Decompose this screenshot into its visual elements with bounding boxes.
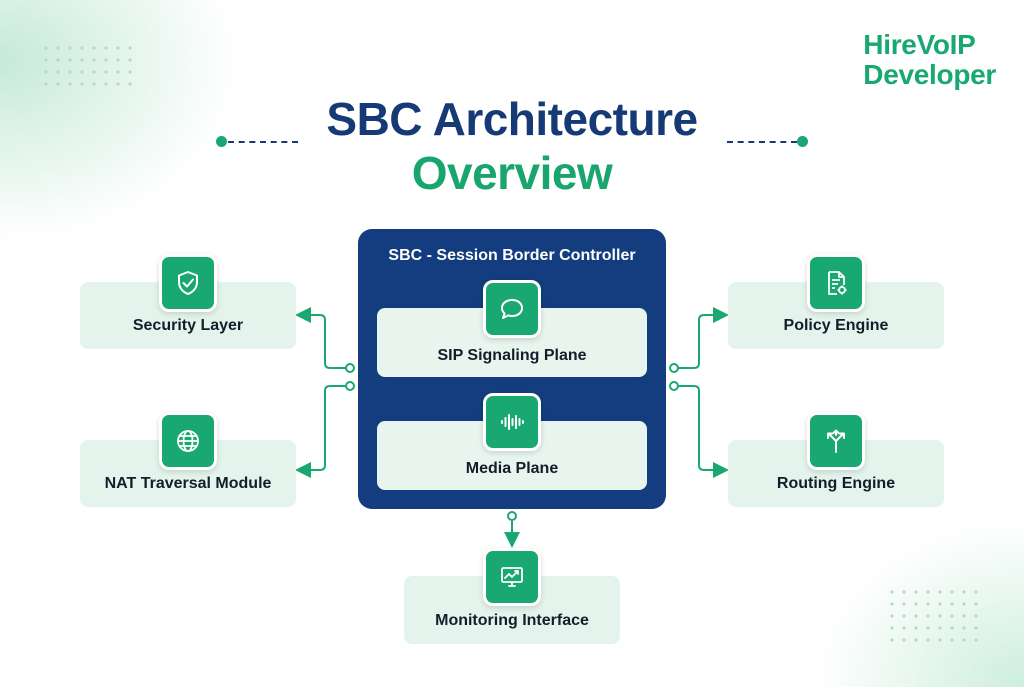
audio-wave-icon — [483, 393, 541, 451]
connector-policy — [678, 307, 729, 369]
dot-pattern-bottom-right — [886, 586, 986, 646]
monitoring-interface-label: Monitoring Interface — [435, 612, 589, 629]
connector-security — [295, 307, 346, 369]
brand-line1: HireVoIP — [863, 29, 976, 60]
title-right-dot — [797, 136, 808, 147]
monitor-chart-icon — [483, 548, 541, 606]
document-gear-icon — [807, 254, 865, 312]
dot-pattern-top-left — [40, 42, 140, 90]
connector-nat — [295, 385, 346, 478]
shield-check-icon — [159, 254, 217, 312]
page-subtitle: Overview — [411, 147, 613, 199]
sbc-block[interactable]: SBC - Session Border Controller SIP Sign… — [358, 229, 666, 509]
page-title: SBC Architecture — [326, 93, 698, 145]
policy-engine-label: Policy Engine — [783, 317, 889, 334]
sip-signaling-plane-label: SIP Signaling Plane — [437, 347, 587, 364]
route-split-icon — [807, 412, 865, 470]
globe-icon — [159, 412, 217, 470]
title-right-dashes — [727, 141, 797, 143]
chat-bubble-icon — [483, 280, 541, 338]
brand-logo: HireVoIP Developer — [863, 30, 996, 90]
routing-engine-label: Routing Engine — [776, 475, 896, 492]
connector-routing — [678, 385, 729, 478]
nat-traversal-label: NAT Traversal Module — [104, 475, 272, 492]
brand-line2: Developer — [863, 59, 996, 90]
title-left-dashes — [228, 141, 298, 143]
sbc-title: SBC - Session Border Controller — [388, 247, 636, 264]
media-plane-label: Media Plane — [465, 460, 559, 477]
security-layer-label: Security Layer — [132, 317, 244, 334]
title-left-dot — [216, 136, 227, 147]
